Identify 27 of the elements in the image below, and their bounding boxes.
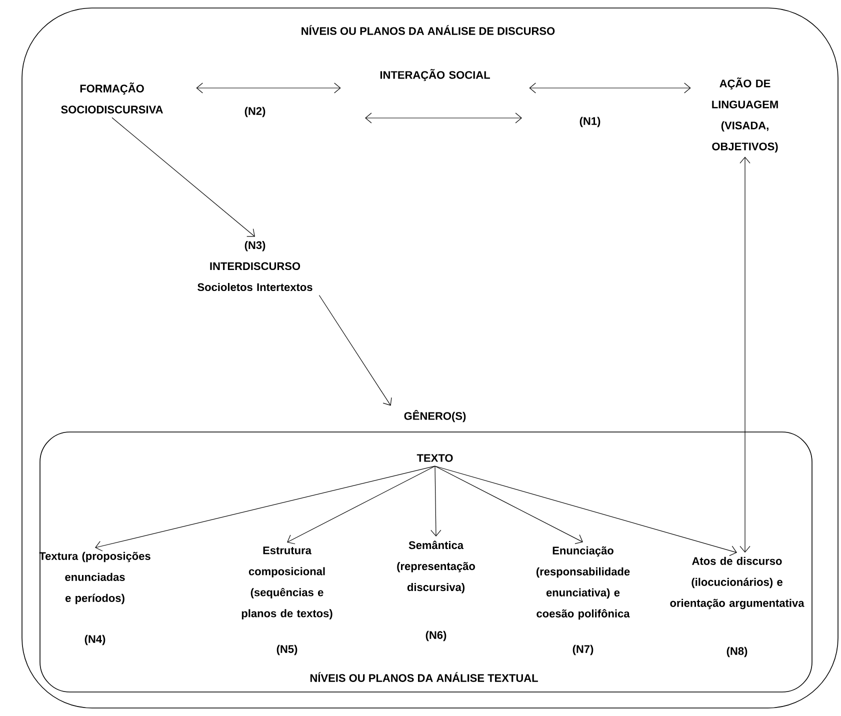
level-text: Enunciação (responsabilidade enunciativa) e coesão polifônica [536,546,630,620]
level-number: (N8) [726,646,748,658]
level-number: (N5) [276,644,298,656]
arrow [112,117,255,237]
arrow [287,466,436,544]
level-number: (N7) [572,644,594,656]
edge-label: (N1) [578,116,602,128]
concept-text: (N3) INTERDISCURSO Socioletos Intertextos [198,240,312,292]
concept-text: TEXTO [416,454,453,462]
arrow [434,466,583,544]
arrow [196,82,341,94]
edge-label: (N2) [243,106,267,118]
level-text: Estrutura composicional (sequências e planos de textos) [242,546,332,620]
concept-text: AÇÃO DE LINGUAGEM (VISADA, OBJETIVOS) [712,77,778,153]
arrow [318,294,392,406]
concept-text: GÊNERO(S) [404,410,466,422]
level-text: Atos de discurso (ilocucionários) e orientação argumentativa [670,556,804,610]
concept-text: INTERAÇÃO SOCIAL [380,68,490,82]
level-number: (N4) [84,634,106,646]
concept-text: FORMAÇÃO SOCIODISCURSIVA [61,82,163,114]
arrow [95,466,436,552]
arrow [529,82,691,94]
arrow [434,466,737,556]
arrow [430,466,442,537]
arrow [740,156,750,553]
level-text: Semântica (representação discursiva) [397,540,475,594]
level-number: (N6) [426,630,446,642]
